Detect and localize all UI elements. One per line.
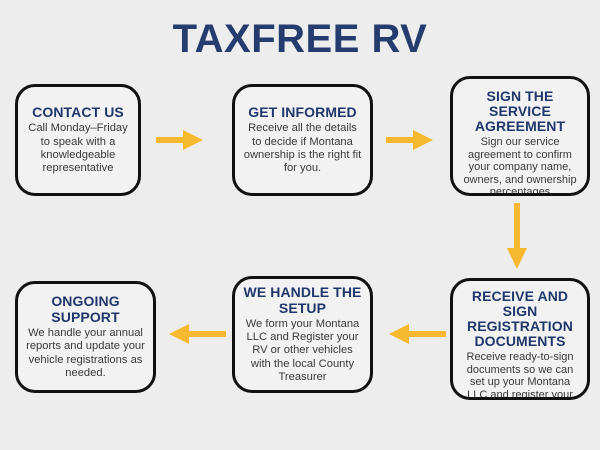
arrow-left-icon-receive-to-setup (386, 322, 446, 346)
arrow-left-icon-setup-to-ongoing (166, 322, 226, 346)
step-body-we-handle-setup: We form your Montana LLC and Register yo… (245, 318, 360, 383)
step-box-sign-agreement: SIGN THE SERVICE AGREEMENT Sign our serv… (450, 76, 590, 196)
step-box-ongoing-support: ONGOING SUPPORT We handle your annual re… (15, 281, 156, 393)
step-heading-contact-us: CONTACT US (32, 103, 124, 120)
step-heading-receive-sign: RECEIVE AND SIGN REGISTRATION DOCUMENTS (467, 288, 573, 349)
arrow-down-icon-sign-to-receive (505, 203, 529, 271)
step-body-sign-agreement: Sign our service agreement to confirm yo… (463, 136, 577, 196)
step-body-contact-us: Call Monday–Friday to speak with a knowl… (28, 122, 128, 174)
step-body-get-informed: Receive all the details to decide if Mon… (243, 122, 362, 174)
step-box-we-handle-setup: WE HANDLE THE SETUP We form your Montana… (232, 276, 373, 393)
step-box-get-informed: GET INFORMED Receive all the details to … (232, 84, 373, 196)
step-body-ongoing-support: We handle your annual reports and update… (26, 327, 145, 379)
step-box-contact-us: CONTACT US Call Monday–Friday to speak w… (15, 84, 141, 196)
step-heading-sign-agreement: SIGN THE SERVICE AGREEMENT (474, 88, 566, 134)
step-heading-get-informed: GET INFORMED (248, 103, 357, 120)
page-title: TAXFREE RV (172, 17, 428, 61)
arrow-right-icon-informed-to-sign (386, 128, 434, 152)
step-box-receive-sign: RECEIVE AND SIGN REGISTRATION DOCUMENTS … (450, 278, 590, 400)
step-heading-we-handle-setup: WE HANDLE THE SETUP (243, 284, 362, 316)
arrow-right-icon-contact-to-informed (156, 128, 204, 152)
step-heading-ongoing-support: ONGOING SUPPORT (51, 293, 120, 325)
step-body-receive-sign: Receive ready-to-sign documents so we ca… (466, 351, 574, 400)
